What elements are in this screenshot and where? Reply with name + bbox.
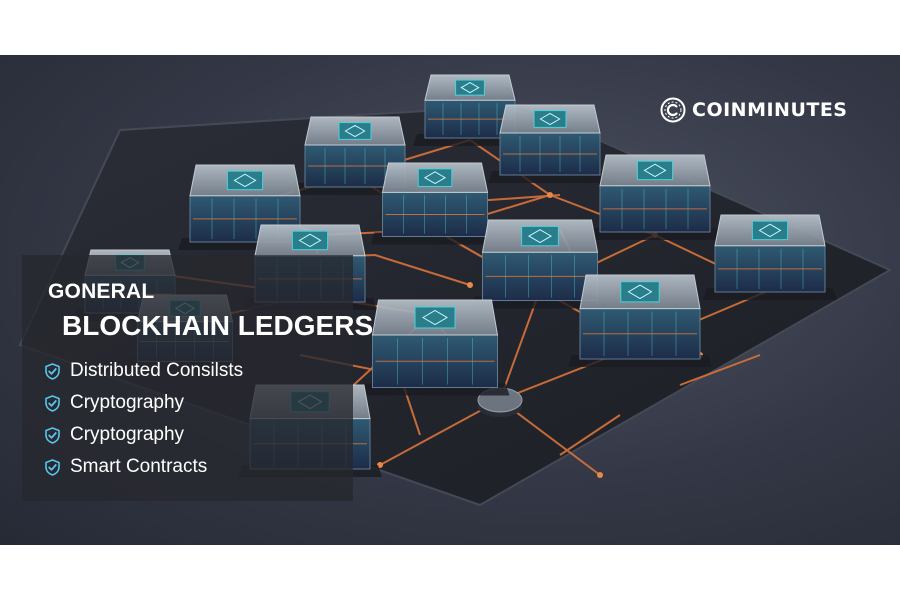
feature-list: Distributed Consilsts Cryptography Crypt… [44,355,243,483]
hero-image: COINMINUTES GONERAL BLOCKHAIN LEDGERS Di… [0,55,900,545]
node-block [413,74,527,146]
node-block [360,299,510,396]
shield-check-icon [45,394,60,412]
node-block [370,162,500,245]
brand-logo: COINMINUTES [660,95,848,125]
node-block [488,104,612,183]
feature-item: Smart Contracts [44,451,243,483]
brand-name: COINMINUTES [692,99,848,121]
c-circle-logo-icon [660,97,686,123]
feature-item: Distributed Consilsts [44,355,243,387]
node-block [703,214,837,300]
node-block [568,274,712,367]
node-block [588,154,722,240]
shield-check-icon [45,362,60,380]
feature-item: Cryptography [44,387,243,419]
panel-title-line2: BLOCKHAIN LEDGERS [62,310,374,341]
shield-check-icon [45,426,60,444]
info-panel: GONERAL BLOCKHAIN LEDGERS Distributed Co… [22,255,373,501]
shield-check-icon [45,458,60,476]
feature-item: Cryptography [44,419,243,451]
feature-label: Distributed Consilsts [70,360,244,381]
feature-label: Cryptography [70,424,185,445]
node-block [470,219,610,309]
feature-label: Cryptography [70,392,185,413]
feature-label: Smart Contracts [70,456,208,477]
panel-title-line1: GONERAL [48,280,155,303]
